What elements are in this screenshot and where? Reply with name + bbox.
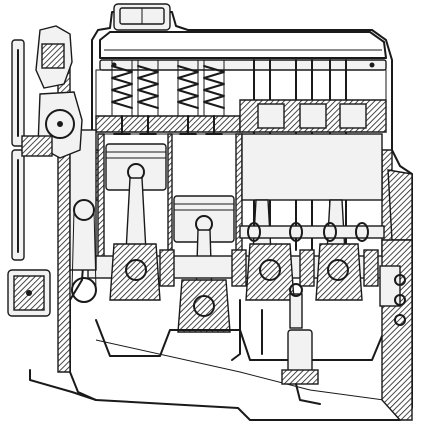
- crank-pulley: [7, 269, 51, 317]
- flywheel: [379, 239, 413, 421]
- cylinder-head: [95, 69, 387, 133]
- main-bearings: [159, 249, 379, 287]
- camshaft: [239, 222, 385, 242]
- piston-1: [105, 143, 167, 191]
- fan: [11, 39, 53, 261]
- rocker-shaft: [99, 59, 387, 71]
- oil-sump: [95, 319, 385, 401]
- dipstick: [231, 299, 263, 361]
- oil-filler-cap: [113, 3, 171, 31]
- oil-pump: [281, 329, 321, 405]
- distributor: [289, 283, 303, 329]
- rocker-cover: [99, 31, 387, 59]
